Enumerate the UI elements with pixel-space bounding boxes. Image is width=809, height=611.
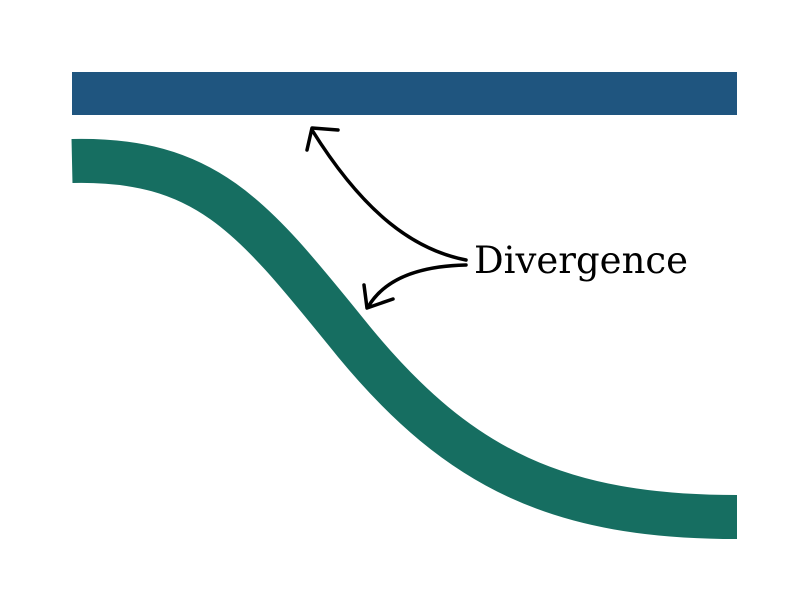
arrow-shaft (366, 263, 468, 309)
arrow-head-icon (305, 126, 340, 152)
arrow-shaft (310, 128, 468, 262)
divergence-label: Divergence (474, 239, 688, 282)
arrow-to-curve-band (362, 263, 468, 310)
diverging-curve-band (71, 138, 738, 539)
straight-band (72, 72, 737, 115)
arrow-to-straight-band (305, 126, 468, 262)
arrow-head-icon (362, 283, 395, 310)
